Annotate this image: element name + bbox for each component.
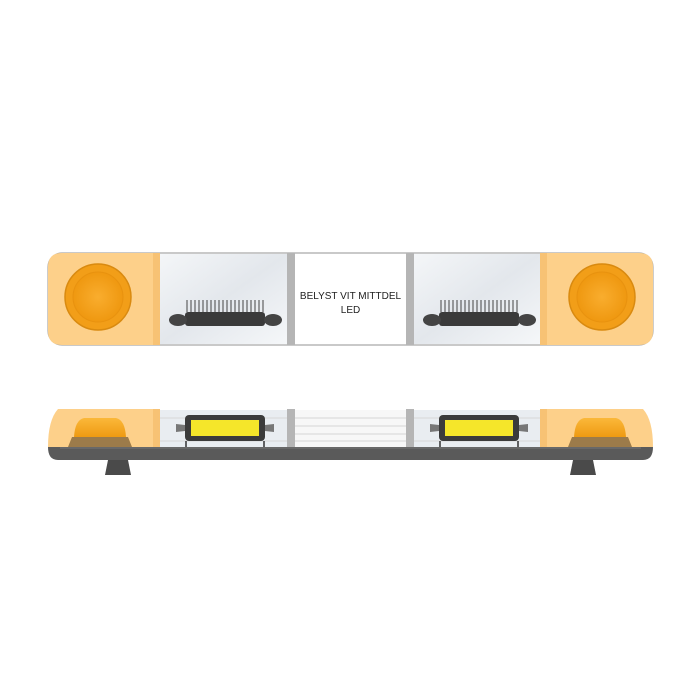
- led-light-side-left: [176, 415, 274, 448]
- center-white-section: [295, 254, 406, 344]
- top-view: BELYST VIT MITTDEL LED: [47, 252, 654, 346]
- left-glass-section: [160, 254, 287, 344]
- beacon-top-right: [568, 263, 636, 331]
- side-base-rail: [48, 447, 653, 460]
- led-module-heatsink-left: [169, 300, 282, 326]
- center-label-line1: BELYST VIT MITTDEL: [300, 291, 402, 302]
- divider: [406, 253, 414, 345]
- center-label-line2: LED: [341, 305, 360, 316]
- beacon-side-right: [568, 418, 632, 447]
- side-view: [48, 409, 653, 475]
- beacon-top-left: [64, 263, 132, 331]
- beacon-side-left: [68, 418, 132, 447]
- mount-foot-right: [570, 460, 596, 475]
- mount-foot-left: [105, 460, 131, 475]
- right-glass-section: [414, 254, 540, 344]
- divider: [287, 253, 295, 345]
